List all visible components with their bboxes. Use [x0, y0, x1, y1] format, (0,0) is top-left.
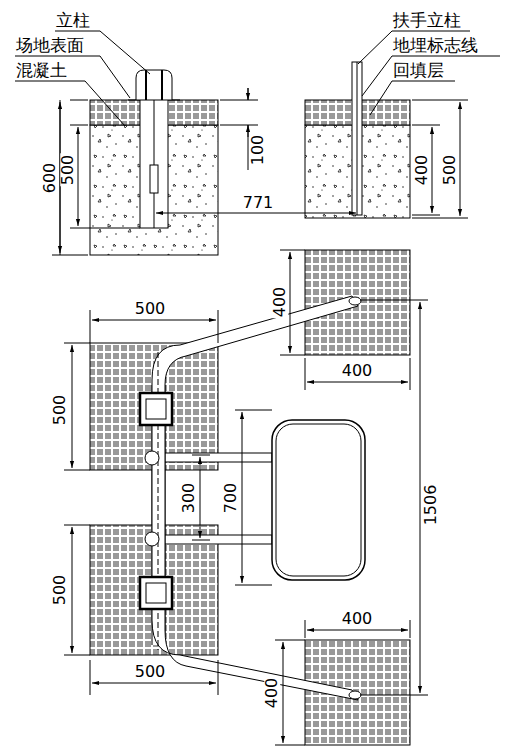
dimension-text: 1506: [423, 484, 439, 527]
dimension-text: 500: [60, 154, 76, 187]
dimension-text: 500: [442, 154, 458, 187]
part-label: 回填层: [392, 62, 445, 79]
part-label: 地埋标志线: [392, 37, 479, 54]
dimension-text: 500: [52, 574, 68, 607]
dimension-text: 500: [134, 301, 167, 317]
part-label: 扶手立柱: [392, 12, 462, 29]
dimension-text: 500: [134, 664, 167, 680]
dimension-text: 771: [242, 195, 275, 211]
dimension-text: 400: [414, 154, 430, 187]
part-label: 混凝土: [15, 62, 68, 79]
dimension-text: 400: [341, 611, 374, 627]
part-label: 立柱: [55, 12, 91, 29]
dimension-text: 400: [264, 677, 280, 710]
dimension-text: 400: [341, 363, 374, 379]
part-label: 场地表面: [15, 37, 85, 54]
dimension-text: 600: [42, 162, 58, 195]
dimension-text: 100: [250, 134, 266, 167]
dimension-text: 300: [181, 482, 197, 515]
dimension-text: 400: [272, 286, 288, 319]
dimension-text: 700: [223, 482, 239, 515]
dimension-text: 500: [52, 394, 68, 427]
